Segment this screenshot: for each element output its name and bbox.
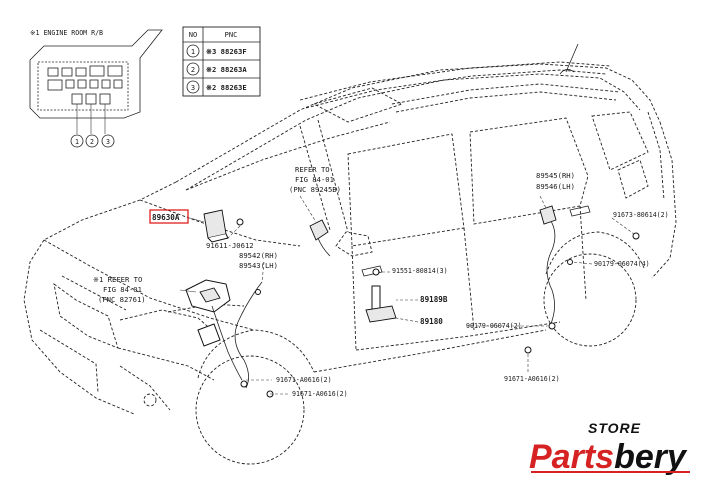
label-91551: 91551-80814(3) — [392, 267, 448, 275]
marker-2-circle — [85, 134, 99, 148]
pnc-table-header-pnc: PNC — [225, 31, 238, 39]
pnc-row-1-no: 1 — [191, 48, 195, 56]
label-91611: 91611-J0612 — [206, 241, 254, 250]
label-89542: 89542(RH) — [239, 251, 278, 260]
engine-room-relay-box: ※1 ENGINE ROOM R/B 1 2 3 — [29, 29, 163, 148]
label-90179-b: 90179-06074(2) — [466, 322, 522, 330]
vehicle-outline — [23, 43, 677, 465]
label-91671-c: 91671-A0616(2) — [504, 375, 560, 383]
label-ref-89245b-2: FIG 84-01 — [295, 175, 334, 184]
leader-lines — [179, 195, 635, 395]
label-ref-89245b-1: REFER TO — [295, 165, 330, 174]
label-ref-82761-1: ※1 REFER TO — [93, 275, 142, 284]
label-89630a: 89630A — [152, 213, 180, 222]
label-91671-a: 91671-A0616(2) — [276, 376, 332, 384]
marker-1-label: 1 — [75, 138, 79, 146]
label-89543: 89543(LH) — [239, 261, 278, 270]
logo-brand-red: Parts — [529, 438, 614, 476]
label-91673: 91673-80614(2) — [613, 211, 669, 219]
pnc-row-2-code: ※2 88263A — [206, 65, 247, 74]
callout-labels: 89630A 91611-J0612 REFER TO FIG 84-01 (P… — [93, 165, 669, 398]
marker-1-circle — [70, 134, 84, 148]
relay-box-title: ※1 ENGINE ROOM R/B — [30, 29, 103, 37]
label-89180: 89180 — [420, 317, 443, 326]
pnc-row-1-code: ※3 88263F — [206, 47, 247, 56]
pnc-row-3-code: ※2 88263E — [206, 83, 247, 92]
bolt-91611 — [236, 218, 244, 226]
label-90179-a: 90179-06074(4) — [594, 260, 650, 268]
label-91671-b: 91671-A0616(2) — [292, 390, 348, 398]
module-89630a — [203, 209, 227, 239]
rear-height-sensor — [365, 305, 397, 323]
pnc-row-2-no: 2 — [191, 66, 195, 74]
highlight-89630a — [149, 209, 189, 224]
label-ref-89245b-3: (PNC 89245B) — [289, 185, 341, 194]
label-89189b: 89189B — [420, 295, 448, 304]
pnc-row-3-no: 3 — [191, 84, 195, 92]
label-ref-82761-2: FIG 84-01 — [103, 285, 142, 294]
logo-brand-black: bery — [614, 438, 688, 476]
pnc-table-header-no: NO — [189, 31, 197, 39]
label-89545: 89545(RH) — [536, 171, 575, 180]
marker-3-label: 3 — [106, 138, 110, 146]
logo-store-text: STORE — [588, 420, 641, 436]
pnc-table: NO PNC 1 ※3 88263F 2 ※2 88263A 3 ※2 8826… — [182, 26, 261, 97]
logo-brand-text: Partsbery — [529, 438, 688, 476]
marker-2-label: 2 — [90, 138, 94, 146]
partsbery-logo: STORE Partsbery — [529, 420, 690, 476]
marker-3-circle — [101, 134, 115, 148]
parts-drawn — [185, 205, 640, 398]
label-ref-82761-3: (PNC 82761) — [98, 295, 146, 304]
label-89546: 89546(LH) — [536, 182, 575, 191]
